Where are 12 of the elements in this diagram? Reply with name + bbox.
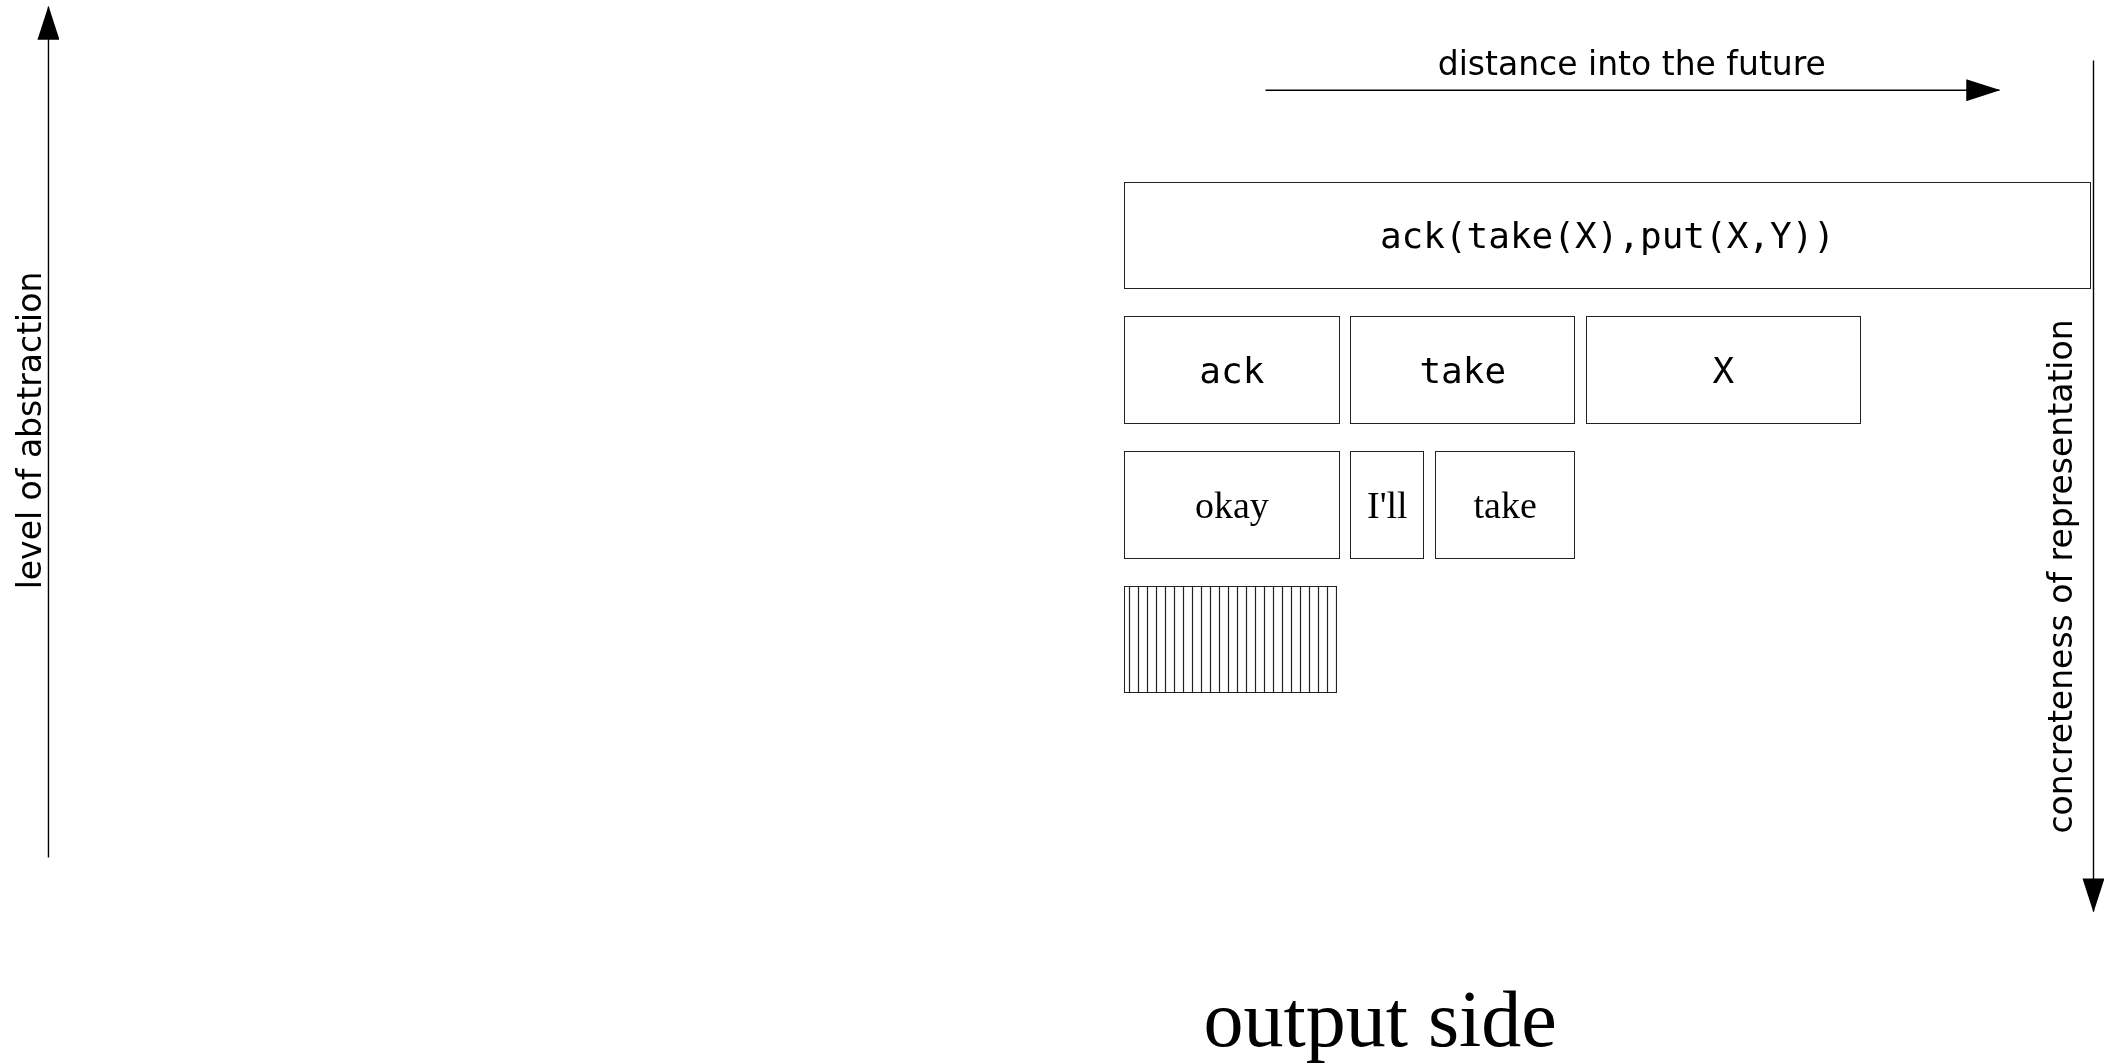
axis-label: distance into the future [1437, 43, 1826, 83]
word-box: ack [1124, 316, 1340, 425]
word-box: I'll [1350, 451, 1425, 559]
caption: output side [1203, 973, 1557, 1063]
word-box: take [1435, 451, 1576, 559]
waveform-box [1124, 585, 1337, 694]
word-box: X [1585, 316, 1861, 425]
word-box: take [1350, 316, 1576, 425]
word-box: okay [1124, 451, 1340, 559]
word-box: ack(take(X),put(X,Y)) [1124, 181, 2091, 290]
axis-label: level of abstraction [10, 271, 49, 590]
axis-label: concreteness of representation [2040, 319, 2080, 834]
